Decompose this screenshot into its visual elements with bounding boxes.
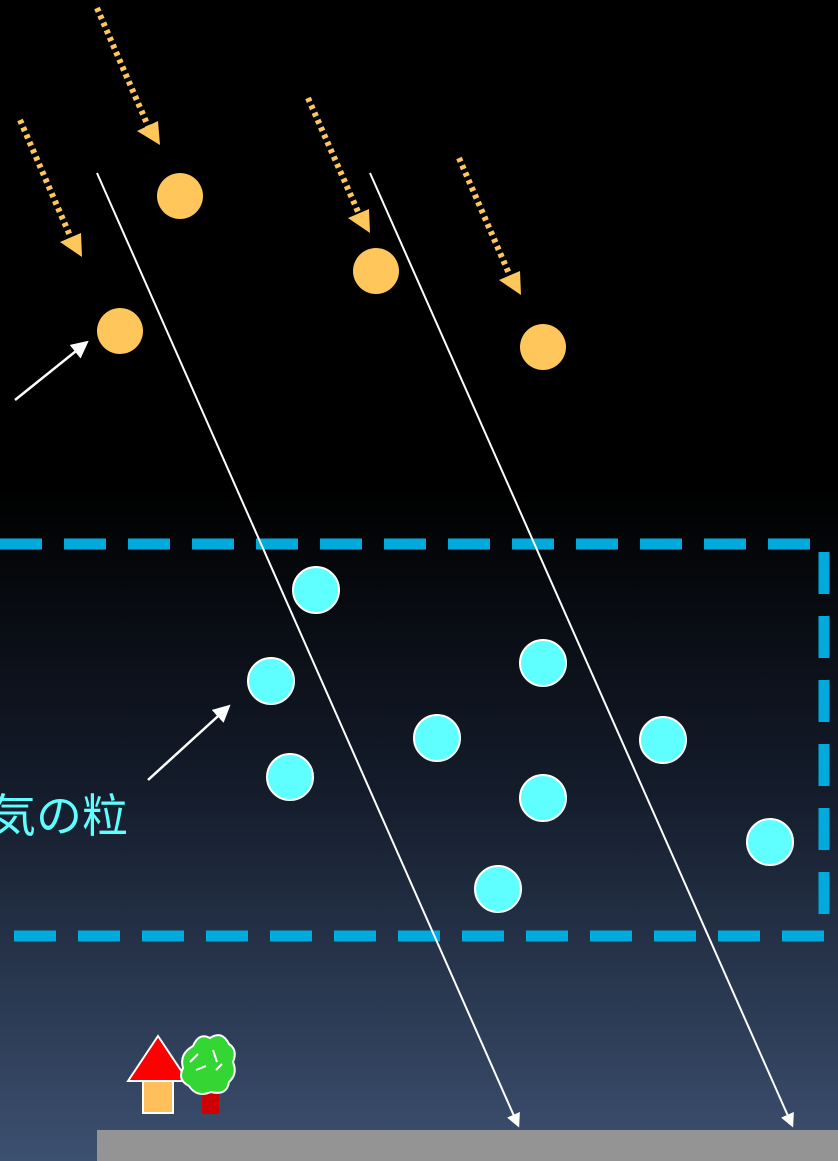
light-arrow [305, 96, 370, 233]
water-particle [292, 566, 340, 614]
light-ray [96, 172, 520, 1128]
water-particles [247, 566, 794, 913]
ground [97, 1130, 838, 1161]
orange-particle [97, 308, 143, 354]
water-particle [413, 714, 461, 762]
orange-particle [520, 324, 566, 370]
water-particle [266, 753, 314, 801]
light-arrow [456, 156, 521, 295]
tree-icon [180, 1034, 236, 1114]
house-icon [126, 1034, 190, 1114]
incoming-light-arrows [17, 6, 521, 295]
cloud-boundary [0, 538, 830, 942]
water-particle [746, 818, 794, 866]
water-particle [247, 657, 295, 705]
orange-particle [157, 173, 203, 219]
water-particle [519, 639, 567, 687]
pointer-arrow [147, 704, 231, 781]
water-particle [474, 865, 522, 913]
pointer-arrow [14, 340, 89, 401]
light-ray [369, 172, 794, 1128]
light-arrow [94, 6, 160, 145]
water-particle [639, 716, 687, 764]
orange-particles [97, 173, 566, 370]
light-arrow [17, 118, 82, 257]
water-particle [519, 774, 567, 822]
vapor-particle-label: 気の粒 [0, 789, 128, 843]
orange-particle [353, 248, 399, 294]
